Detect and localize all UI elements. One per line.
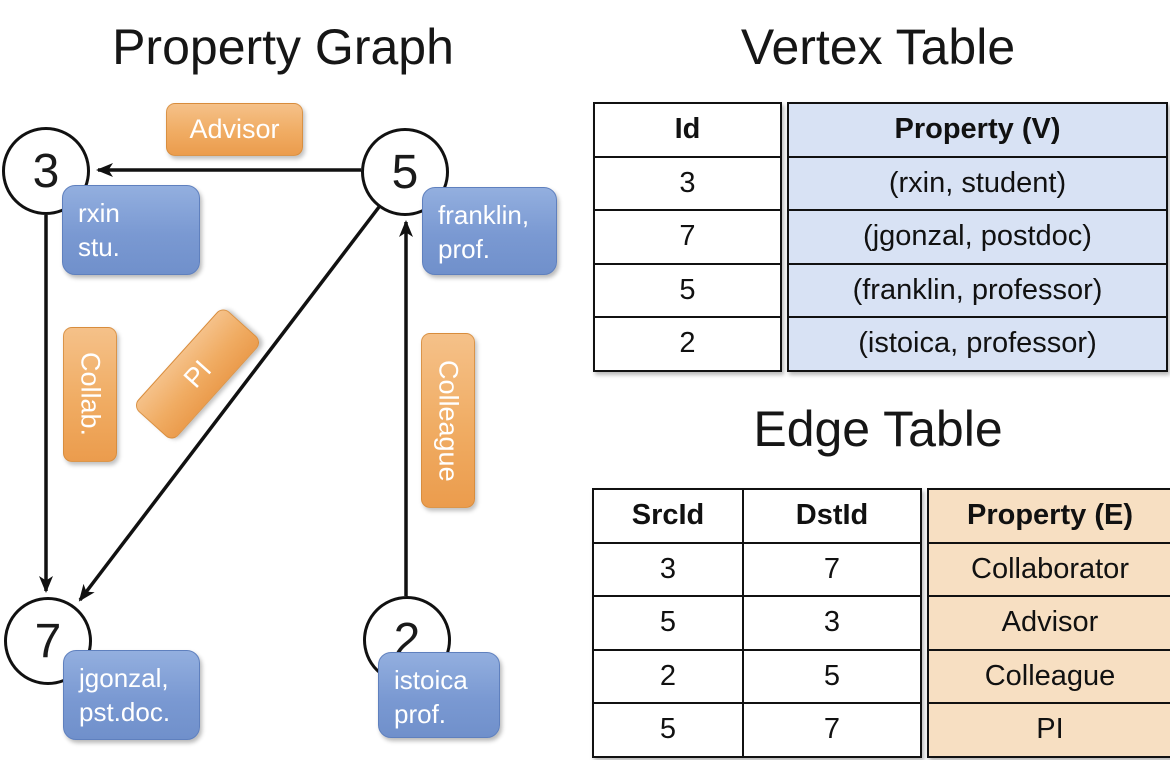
table-row: Colleague <box>927 648 1170 704</box>
vertex-prop-3-line2: stu. <box>78 232 120 262</box>
edge-srcid-cell: 5 <box>592 595 744 651</box>
edge-label-colleague: Colleague <box>421 333 475 508</box>
table-row: 3 7 <box>592 541 922 597</box>
edge-property-cell: Advisor <box>927 595 1170 651</box>
vertex-table: Id 3 7 5 2 Property (V) (rxin, student) … <box>593 102 1168 372</box>
vertex-table-title: Vertex Table <box>740 19 1016 75</box>
edge-table-id-columns: SrcId DstId 3 7 5 3 2 5 5 7 <box>592 488 922 758</box>
edge-label-collab-text: Collab. <box>75 352 106 437</box>
table-row: 2 5 <box>592 648 922 704</box>
graph-node-5-label: 5 <box>391 145 419 199</box>
edge-label-advisor-text: Advisor <box>189 114 280 144</box>
edge-label-collab: Collab. <box>63 327 117 462</box>
edge-label-pi-text: PI <box>177 354 217 394</box>
table-row: (jgonzal, postdoc) <box>787 209 1168 265</box>
table-row: 5 7 <box>592 702 922 758</box>
edge-label-colleague-text: Colleague <box>433 359 464 482</box>
vertex-prop-7-line1: jgonzal, <box>79 663 169 693</box>
table-row: 7 <box>593 209 782 265</box>
vertex-id-cell: 2 <box>593 316 782 372</box>
edge-table: SrcId DstId 3 7 5 3 2 5 5 7 Property (E)… <box>592 488 1170 758</box>
vertex-id-cell: 3 <box>593 155 782 211</box>
vertex-property-cell: (rxin, student) <box>787 155 1168 211</box>
vertex-table-property-column: Property (V) (rxin, student) (jgonzal, p… <box>787 102 1168 372</box>
vertex-id-cell: 7 <box>593 209 782 265</box>
vertex-prop-2-line2: prof. <box>394 699 447 729</box>
vertex-prop-2-line1: istoica <box>394 665 468 695</box>
graph-node-3-label: 3 <box>32 144 60 198</box>
vertex-prop-5-line2: prof. <box>438 234 491 264</box>
table-row: 5 3 <box>592 595 922 651</box>
graph-node-3: 3 <box>2 127 90 215</box>
graph-node-7-label: 7 <box>34 614 62 668</box>
vertex-table-header-id: Id <box>593 102 782 158</box>
vertex-prop-box-2: istoica prof. <box>378 652 500 738</box>
vertex-id-cell: 5 <box>593 262 782 318</box>
edge-dstid-cell: 3 <box>742 595 922 651</box>
edge-table-header-dstid: DstId <box>742 488 922 544</box>
edge-dstid-cell: 7 <box>742 702 922 758</box>
table-row: Advisor <box>927 595 1170 651</box>
table-row: (franklin, professor) <box>787 262 1168 318</box>
vertex-prop-3-line1: rxin <box>78 198 120 228</box>
vertex-property-cell: (jgonzal, postdoc) <box>787 209 1168 265</box>
edge-table-header-property: Property (E) <box>927 488 1170 544</box>
edge-pi-5-to-7 <box>78 205 381 602</box>
table-row: 2 <box>593 316 782 372</box>
edge-property-cell: PI <box>927 702 1170 758</box>
edge-table-title: Edge Table <box>753 401 1003 457</box>
edge-srcid-cell: 5 <box>592 702 744 758</box>
edge-table-property-column: Property (E) Collaborator Advisor Collea… <box>927 488 1170 758</box>
edge-srcid-cell: 3 <box>592 541 744 597</box>
table-row: PI <box>927 702 1170 758</box>
graph-title: Property Graph <box>112 19 454 75</box>
vertex-prop-box-7: jgonzal, pst.doc. <box>63 650 200 740</box>
vertex-prop-box-3: rxin stu. <box>62 185 200 275</box>
edge-srcid-cell: 2 <box>592 648 744 704</box>
graph-node-5: 5 <box>361 128 449 216</box>
vertex-prop-5-line1: franklin, <box>438 200 530 230</box>
vertex-prop-7-line2: pst.doc. <box>79 697 171 727</box>
vertex-table-header-property: Property (V) <box>787 102 1168 158</box>
table-row: 3 <box>593 155 782 211</box>
edge-label-advisor: Advisor <box>166 103 303 156</box>
edge-property-cell: Colleague <box>927 648 1170 704</box>
table-row: Collaborator <box>927 541 1170 597</box>
edge-dstid-cell: 5 <box>742 648 922 704</box>
vertex-prop-box-5: franklin, prof. <box>422 187 557 275</box>
edge-dstid-cell: 7 <box>742 541 922 597</box>
edge-property-cell: Collaborator <box>927 541 1170 597</box>
vertex-property-cell: (franklin, professor) <box>787 262 1168 318</box>
table-row: 5 <box>593 262 782 318</box>
table-row: (istoica, professor) <box>787 316 1168 372</box>
edge-table-header-srcid: SrcId <box>592 488 744 544</box>
vertex-table-id-column: Id 3 7 5 2 <box>593 102 782 372</box>
vertex-property-cell: (istoica, professor) <box>787 316 1168 372</box>
table-row: (rxin, student) <box>787 155 1168 211</box>
